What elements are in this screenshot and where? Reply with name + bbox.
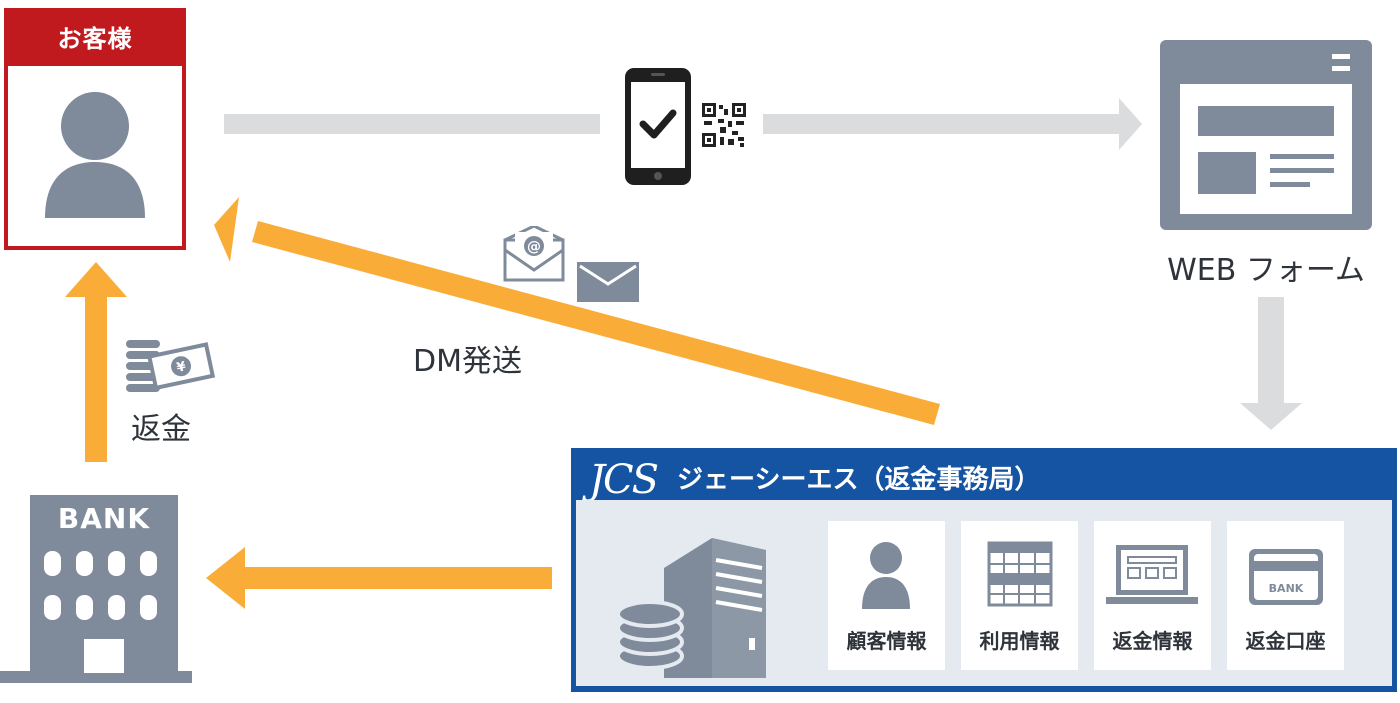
gray-connector-right [763,114,1121,134]
card-label: 顧客情報 [846,629,927,653]
table-icon [987,541,1053,607]
payment-arrowhead [206,547,245,609]
smartphone-icon [625,68,691,185]
jcs-panel: JCS ジェーシーエス（返金事務局） [571,448,1397,692]
customer-box: お客様 [4,8,186,250]
gray-connector-left [224,114,600,134]
card-label: 利用情報 [979,629,1060,653]
info-card-account: BANK 返金口座 [1227,521,1344,670]
bank-card-icon: BANK [1249,549,1323,605]
server-icon [616,538,766,678]
info-card-refund: 返金情報 [1094,521,1211,670]
info-card-usage: 利用情報 [961,521,1078,670]
jcs-logo: JCS [589,457,659,503]
jcs-title: ジェーシーエス（返金事務局） [677,465,1041,495]
refund-arrow-shaft [85,292,107,462]
info-card-customer: 顧客情報 [828,521,945,670]
web-form-label: WEB フォーム [1167,253,1365,288]
svg-text:@: @ [527,239,541,255]
customer-title: お客様 [8,12,182,66]
bank-card-text: BANK [1269,582,1304,595]
bank-building-icon [0,495,192,683]
email-icon: @ [503,226,565,282]
envelope-icon [577,262,639,302]
card-label: 返金口座 [1245,629,1326,653]
dm-arrow-shaft [252,221,940,425]
dm-label: DM発送 [413,344,522,379]
web-form-icon [1160,40,1372,230]
money-icon: ¥ [126,340,216,392]
payment-arrow-shaft [244,567,552,589]
gray-connector-down [1258,297,1284,405]
refund-arrowhead [65,262,127,297]
jcs-inner-panel: 顧客情報 利用情報 [576,500,1392,686]
dm-arrowhead [214,197,239,262]
gray-arrowhead-down [1240,403,1302,430]
card-label: 返金情報 [1112,629,1193,653]
laptop-icon [1106,545,1198,604]
gray-arrowhead-right [1119,98,1142,150]
refund-label: 返金 [131,412,191,447]
qr-code-icon [702,103,746,147]
person-icon [862,542,910,609]
bank-label: BANK [57,502,151,535]
person-icon [45,92,145,218]
svg-text:¥: ¥ [175,359,187,376]
